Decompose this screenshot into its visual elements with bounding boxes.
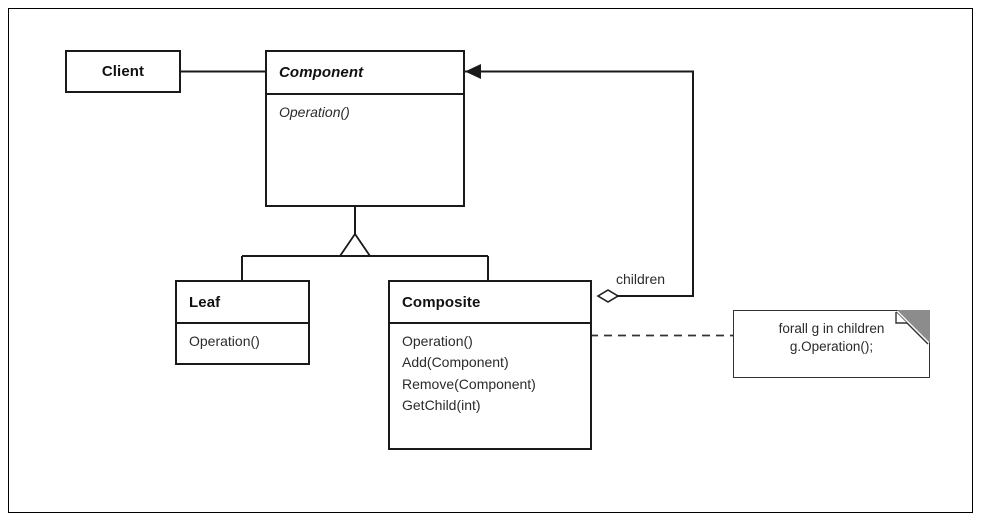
operation-item: Operation() [402, 333, 473, 349]
aggregation-children-arrowhead [465, 64, 481, 79]
generalization-triangle-icon [338, 232, 372, 257]
operation-item: Remove(Component) [402, 375, 536, 392]
operations-component: Operation() [267, 95, 463, 207]
note-folded-corner-icon [897, 310, 930, 343]
operation-item: Add(Component) [402, 354, 509, 371]
class-name-leaf: Leaf [189, 293, 221, 311]
operations-leaf: Operation() [177, 324, 308, 367]
diagram-frame-border [8, 8, 973, 513]
uml-class-client[interactable]: Client [65, 50, 181, 93]
uml-class-leaf[interactable]: Leaf Operation() [175, 280, 310, 365]
uml-note-box[interactable]: forall g in children g.Operation(); [733, 310, 930, 378]
aggregation-diamond-icon [596, 289, 620, 303]
association-role-label-children: children [616, 271, 666, 287]
class-name-component: Component [279, 64, 364, 81]
uml-class-composite[interactable]: Composite Operation() Add(Component) Rem… [388, 280, 592, 450]
operation-item: Operation() [279, 104, 350, 120]
class-name-client: Client [101, 63, 145, 80]
operation-item: GetChild(int) [402, 396, 481, 413]
class-compartment-divider [177, 322, 308, 324]
class-compartment-divider [267, 93, 463, 95]
uml-class-component[interactable]: Component Operation() [265, 50, 465, 207]
operations-composite: Operation() Add(Component) Remove(Compon… [390, 324, 590, 452]
aggregation-children-line [465, 70, 694, 297]
operation-item: Operation() [189, 333, 260, 349]
class-compartment-divider [390, 322, 590, 324]
note-text: forall g in children g.Operation(); [778, 321, 885, 355]
class-name-composite: Composite [402, 293, 481, 311]
